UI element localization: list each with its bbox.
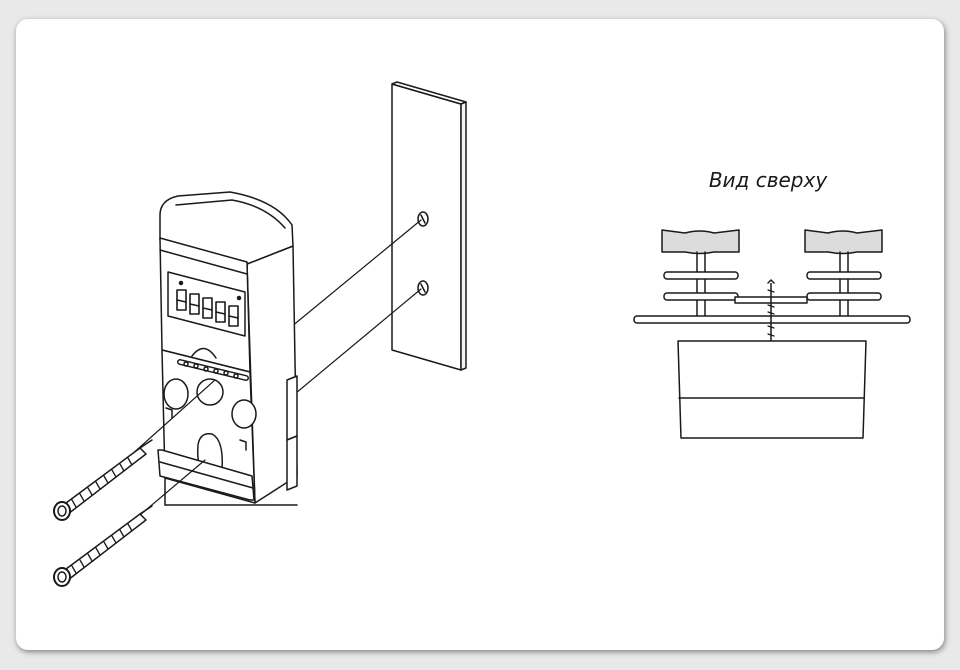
support-bar xyxy=(633,315,911,324)
screw-guide-lines xyxy=(129,379,216,516)
display-panel xyxy=(167,271,246,337)
alignment-lines xyxy=(290,219,422,394)
wall-board xyxy=(391,81,467,371)
left-radiator-section xyxy=(661,229,740,319)
screw-top xyxy=(53,439,153,521)
thermostat-device xyxy=(157,191,298,506)
top-view-diagram xyxy=(633,229,911,439)
segment-digits xyxy=(176,289,239,327)
side-clips xyxy=(286,375,298,491)
wall-hole-top xyxy=(417,211,429,227)
screw-bottom xyxy=(53,505,153,587)
terminal-strip xyxy=(177,347,249,381)
right-radiator-section xyxy=(804,229,883,319)
wall-hole-bottom xyxy=(417,280,429,296)
device-body-top-view xyxy=(677,340,867,439)
top-view-caption: Вид сверху xyxy=(708,168,828,192)
mounting-bracket xyxy=(734,279,808,347)
